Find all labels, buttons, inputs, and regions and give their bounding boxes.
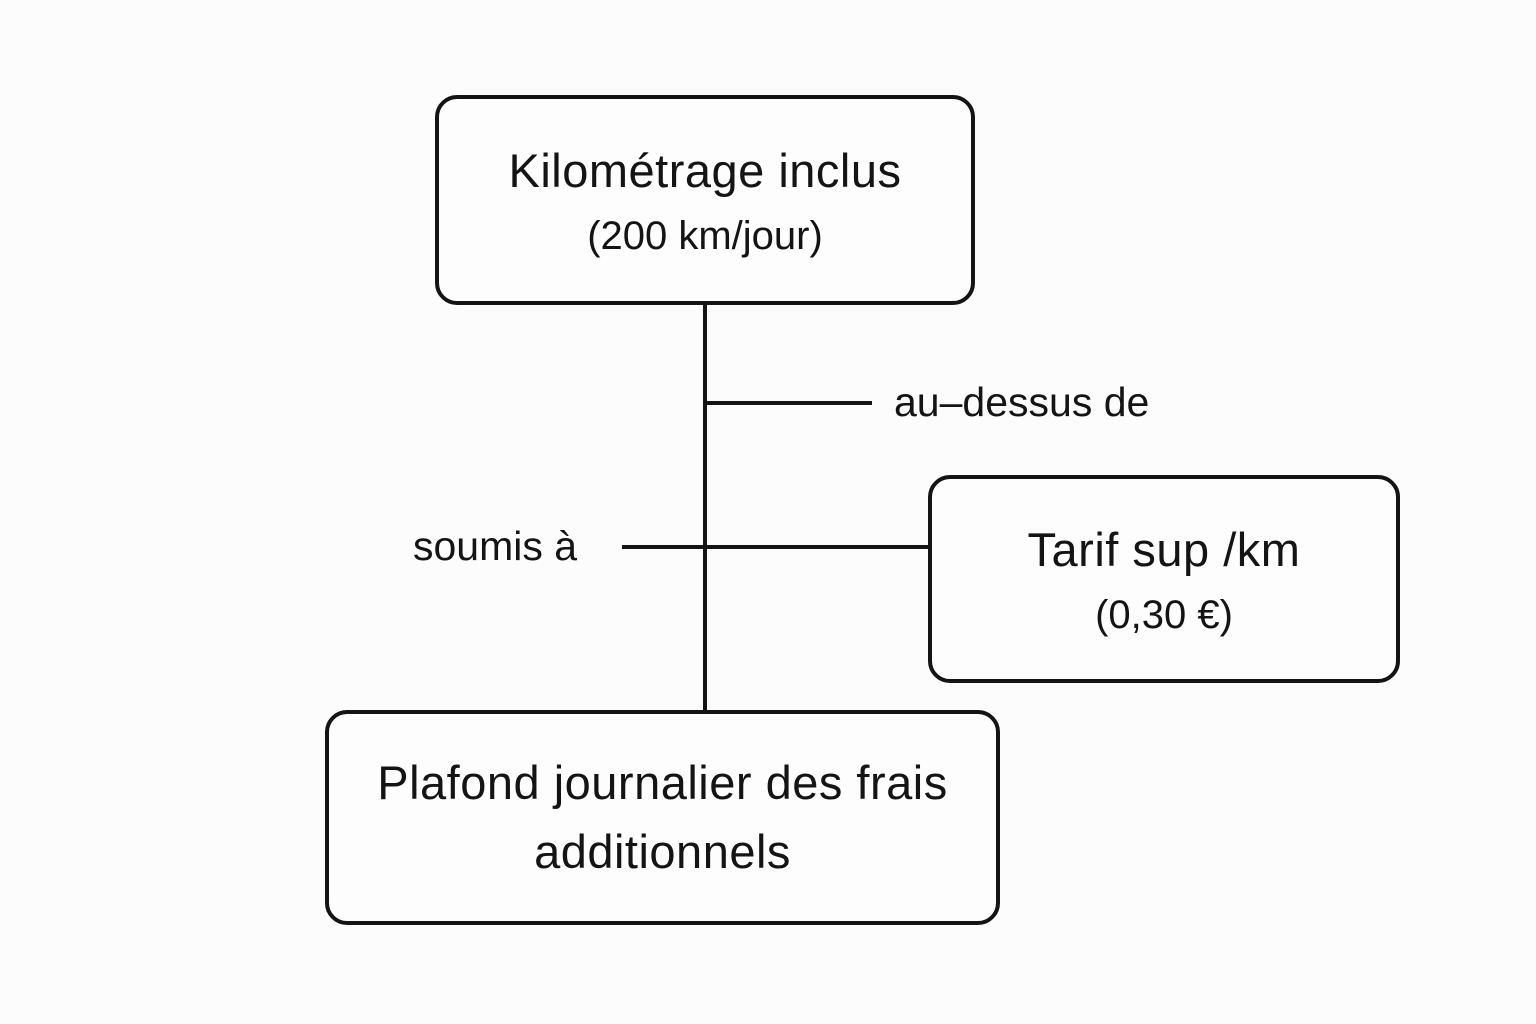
node-included-mileage-title: Kilométrage inclus bbox=[508, 143, 902, 197]
node-extra-rate: Tarif sup /km (0,30 €) bbox=[928, 475, 1400, 683]
node-daily-cap-title: Plafond journalier des frais additionnel… bbox=[377, 756, 948, 878]
connector-vertical-spine bbox=[703, 305, 707, 712]
node-daily-cap: Plafond journalier des frais additionnel… bbox=[325, 710, 1000, 925]
connector-above-branch bbox=[705, 401, 872, 405]
node-included-mileage: Kilométrage inclus (200 km/jour) bbox=[435, 95, 975, 305]
node-included-mileage-subtitle: (200 km/jour) bbox=[587, 214, 823, 259]
node-extra-rate-subtitle: (0,30 €) bbox=[1095, 593, 1233, 638]
connector-subject-branch bbox=[622, 545, 928, 549]
node-extra-rate-title: Tarif sup /km bbox=[1027, 522, 1301, 576]
edge-label-subject: soumis à bbox=[413, 523, 578, 569]
edge-label-above: au–dessus de bbox=[894, 379, 1150, 425]
